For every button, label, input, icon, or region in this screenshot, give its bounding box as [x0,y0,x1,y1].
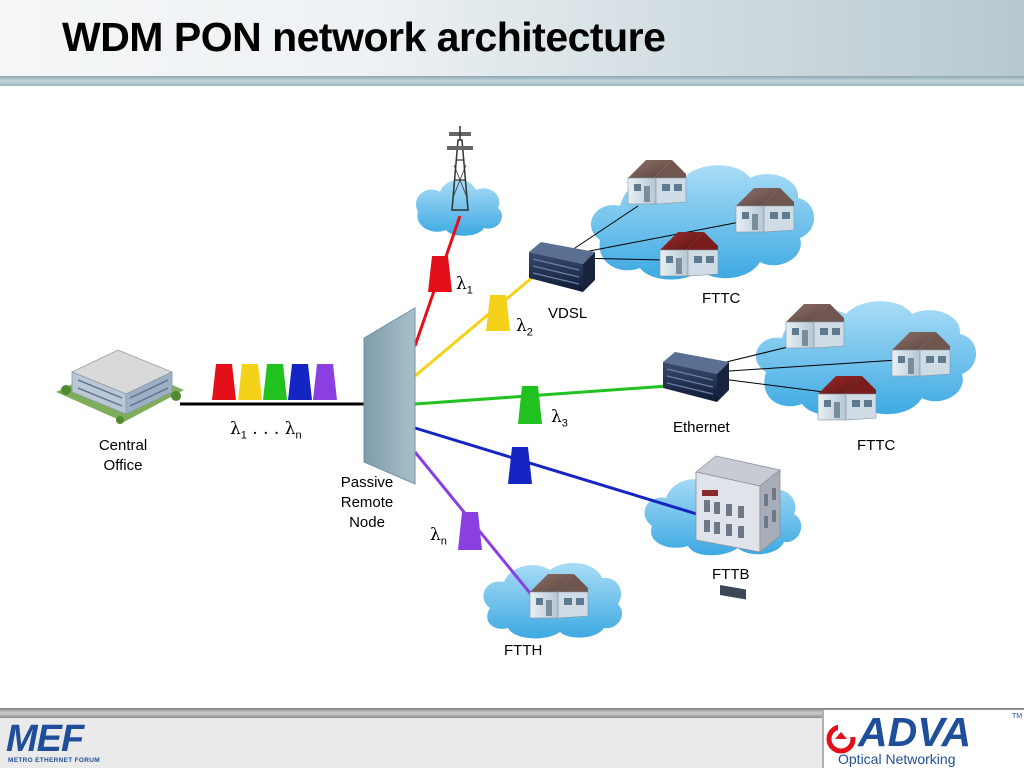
wdm-pon-diagram [56,126,977,639]
vdsl-switch-icon [528,241,596,293]
office-building-icon [695,455,781,600]
range-dots: . . . [246,419,285,439]
fiber-lambda-2 [414,274,535,378]
central-office-label: Central Office [92,436,154,476]
fttb-label: FTTB [712,566,750,583]
lambda-2-label: λ2 [516,316,533,338]
ftth-label: FTTH [504,642,543,659]
mef-logo: MEF [6,718,84,760]
filter-yellow [238,364,262,400]
remote-node-label: Passive Remote Node [334,473,400,533]
adva-tagline: Optical Networking [838,751,956,767]
lambda-subscript: 3 [561,417,568,430]
filter-branch-1 [428,256,452,292]
mef-tagline: METRO ETHERNET FORUM [8,757,100,764]
lambda-subscript: n [295,429,302,442]
passive-remote-node [363,307,416,485]
house-icon [627,159,687,205]
lambda-symbol: λ [551,407,562,427]
lambda-subscript: 2 [526,326,533,339]
lambda-symbol: λ [516,316,527,336]
lambda-subscript: 1 [466,284,473,297]
cell-tower-icon [447,126,473,211]
remote-node-label-line3: Node [349,514,385,531]
adva-logo-box [822,710,1024,768]
lambda-n-label: λn [430,525,447,547]
fttc-mid-label: FTTC [857,437,896,454]
fttc-top-label: FTTC [702,290,741,307]
lambda-3-label: λ3 [551,407,568,429]
wavelength-range-label: λ1 . . . λn [230,419,302,441]
footer-divider [0,708,1024,718]
fiber-lambda-4 [414,426,701,517]
house-icon [785,303,845,349]
title-band [0,0,1024,76]
central-office-label-line2: Office [103,457,143,474]
filter-blue [288,364,312,400]
title-divider [0,76,1024,86]
lambda-subscript: 1 [240,429,247,442]
adva-mark-icon [826,724,856,754]
filter-branch-n [458,512,482,550]
remote-node-label-line1: Passive [340,474,394,491]
adva-trademark: TM [1012,713,1023,720]
cloud-tower [416,179,503,236]
central-office-label-line1: Central [98,437,148,454]
lambda-subscript: n [440,535,447,548]
lambda-symbol: λ [456,274,467,294]
ethernet-switch-icon [662,351,730,403]
slide-title: WDM PON network architecture [62,14,666,60]
vdsl-label: VDSL [548,305,588,322]
lambda-symbol: λ [230,419,241,439]
filter-purple [313,364,337,400]
filter-green [263,364,287,400]
filter-branch-4 [508,447,532,484]
lambda-1-label: λ1 [456,274,473,296]
fiber-lambda-3 [414,384,669,406]
filter-red [212,364,236,400]
ethernet-label: Ethernet [673,419,730,436]
adva-logo: ADVA [858,709,972,755]
central-office-building-icon [56,349,184,424]
filter-branch-3 [518,386,542,424]
filter-branch-2 [486,295,510,331]
lambda-symbol: λ [284,419,296,439]
remote-node-label-line2: Remote [340,494,394,511]
lambda-symbol: λ [430,525,441,545]
